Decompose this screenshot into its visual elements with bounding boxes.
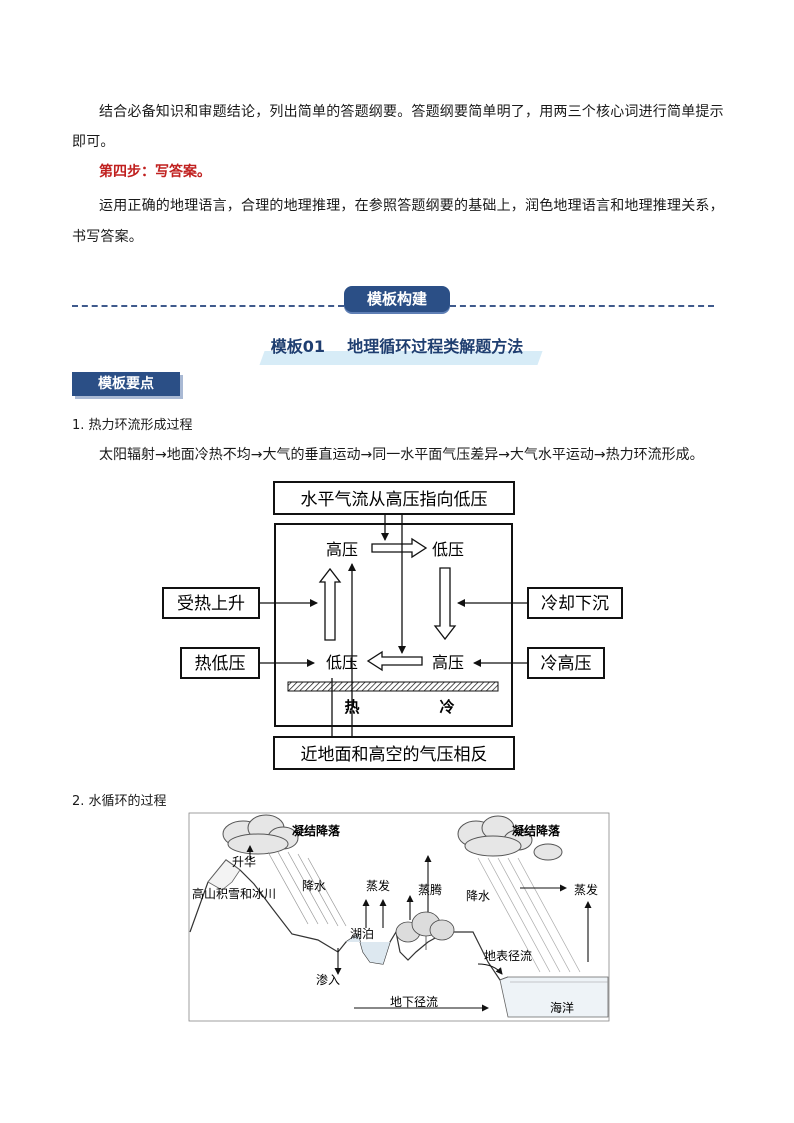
cloud-left-icon: [223, 815, 298, 854]
hot-low-label: 热低压: [195, 654, 246, 674]
lower-low-label: 低压: [326, 653, 358, 672]
rising-label: 受热上升: [177, 594, 245, 614]
snow-label: 高山积雪和冰川: [192, 886, 276, 901]
item-1-title: 1. 热力环流形成过程: [72, 414, 193, 433]
surface-runoff-arrow: [478, 964, 502, 974]
rising-air-arrow: [320, 569, 340, 640]
section-divider-left: [72, 305, 344, 307]
upper-low-label: 低压: [432, 540, 464, 559]
evap-left-label: 蒸发: [366, 878, 390, 893]
section-header-badge: 模板构建: [344, 286, 450, 312]
terrain-outline: [190, 860, 508, 980]
precip-right-label: 降水: [466, 889, 490, 903]
main-frame: [275, 524, 512, 726]
upper-high-label: 高压: [326, 540, 358, 559]
item-2-title: 2. 水循环的过程: [72, 790, 167, 809]
cold-high-label: 冷高压: [541, 654, 592, 674]
lower-flow-arrow: [368, 652, 422, 670]
top-box-label: 水平气流从高压指向低压: [301, 490, 488, 510]
precip-left-label: 降水: [302, 879, 326, 893]
paragraph-2-end: 书写答案。: [72, 222, 143, 252]
paragraph-1-end: 即可。: [72, 127, 115, 157]
infiltrate-label: 渗入: [316, 972, 340, 987]
upper-flow-arrow: [372, 539, 426, 557]
condense-right-label: 凝结降落: [512, 823, 561, 838]
thermal-flow-text: 太阳辐射→地面冷热不均→大气的垂直运动→同一水平面气压差异→大气水平运动→热力环…: [99, 444, 704, 464]
lake-label: 湖泊: [350, 926, 374, 941]
section-divider-right: [450, 305, 714, 307]
groundwater-label: 地下径流: [390, 995, 438, 1009]
paragraph-1: 结合必备知识和审题结论，列出简单的答题纲要。答题纲要简单明了，用两三个核心词进行…: [99, 97, 729, 127]
sinking-air-arrow: [435, 568, 455, 639]
step-four-heading: 第四步：写答案。: [99, 161, 211, 181]
cold-label: 冷: [439, 698, 454, 716]
evap-right-label: 蒸发: [574, 882, 598, 897]
transpire-label: 蒸腾: [418, 882, 442, 897]
water-cycle-diagram: 凝结降落 升华 高山积雪和冰川 降水 蒸发 蒸腾 湖泊 渗入 地下径流 地表径流…: [188, 812, 610, 1022]
condense-left-label: 凝结降落: [292, 823, 341, 838]
cloud-right-icon: [458, 816, 562, 860]
ocean-label: 海洋: [550, 1000, 574, 1015]
ground-hatch: [288, 682, 498, 691]
paragraph-2: 运用正确的地理语言，合理的地理推理，在参照答题纲要的基础上，润色地理语言和地理推…: [99, 191, 729, 221]
sinking-label: 冷却下沉: [541, 594, 609, 614]
surface-runoff-label: 地表径流: [484, 949, 532, 963]
bottom-box-label: 近地面和高空的气压相反: [301, 745, 488, 765]
sublimate-label: 升华: [232, 855, 256, 869]
template-title: 模板01 地理循环过程类解题方法: [200, 333, 594, 357]
lower-high-label: 高压: [432, 653, 464, 672]
key-points-badge: 模板要点: [72, 372, 180, 396]
thermal-circulation-diagram: 水平气流从高压指向低压 近地面和高空的气压相反 热 冷 高压 低压 低压 高压 …: [150, 478, 630, 774]
